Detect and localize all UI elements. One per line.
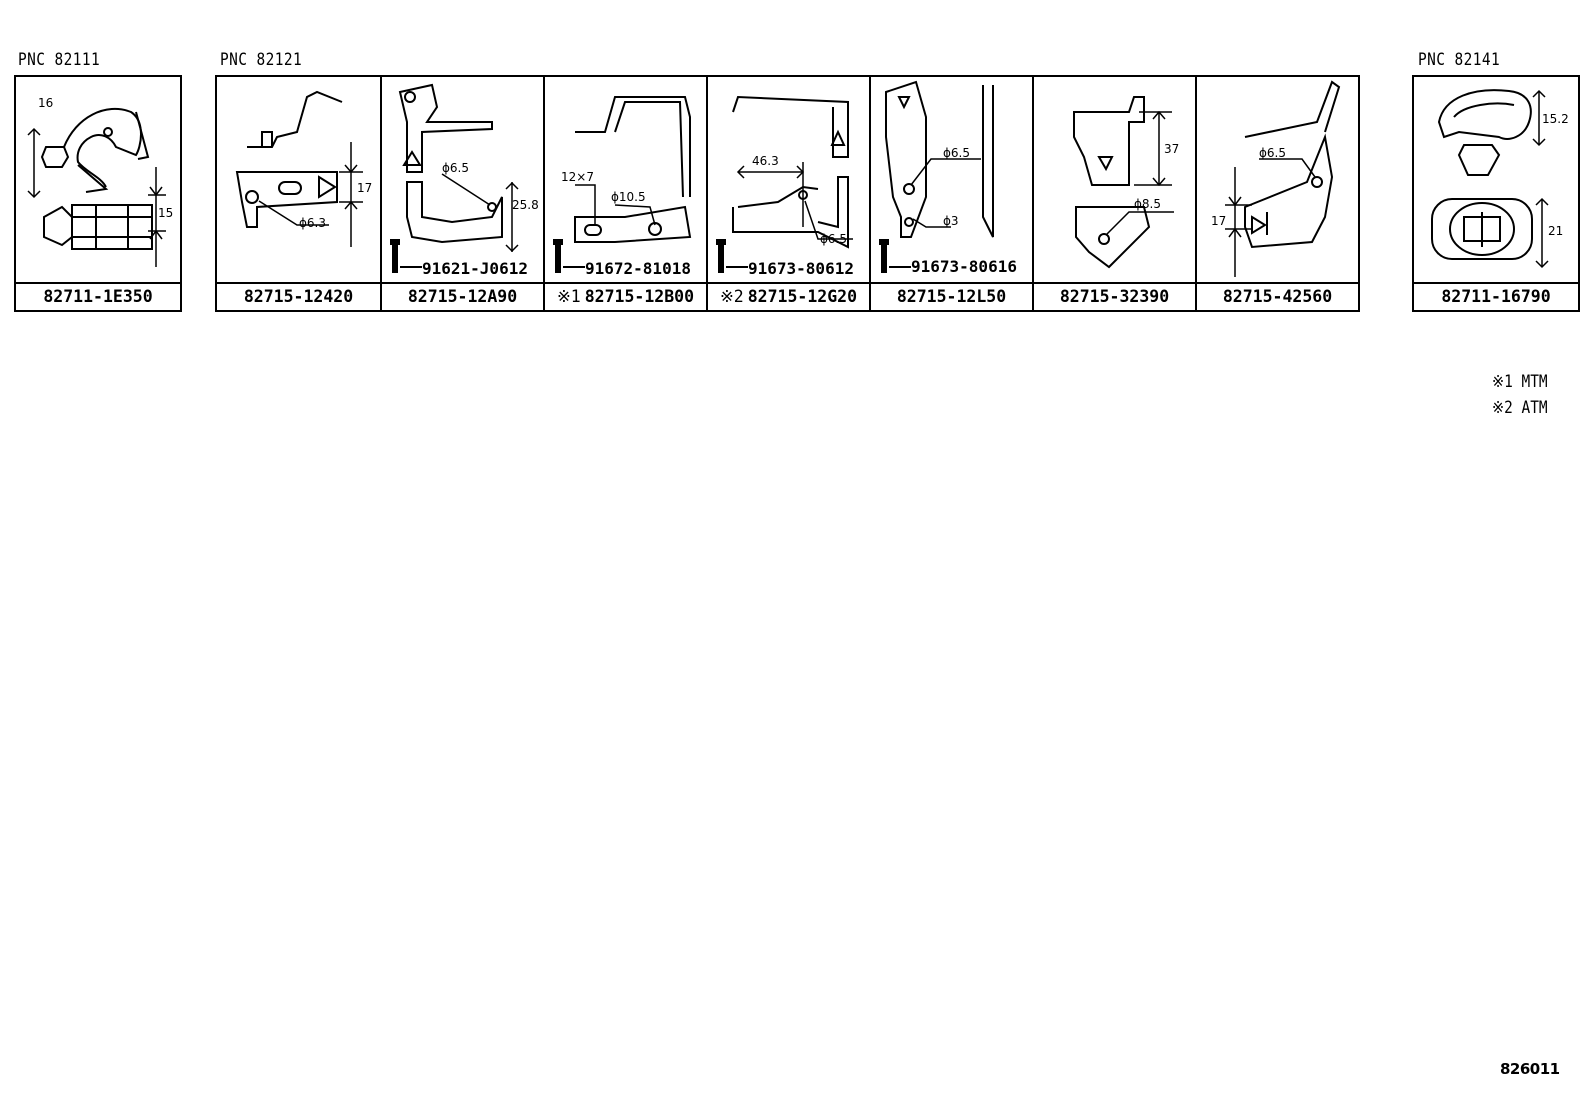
part-cell-82715-12420[interactable]: 17 ϕ6.3 82715-12420 <box>217 77 380 310</box>
pnc-label-82121: PNC 82121 <box>220 50 303 70</box>
part-cell-82715-42560[interactable]: ϕ6.5 17 82715-42560 <box>1195 77 1358 310</box>
dim-152: 15.2 <box>1542 112 1569 126</box>
dim-16: 16 <box>38 96 53 110</box>
part-number: 82715-32390 <box>1034 282 1195 310</box>
clip-drawing: 16 15 <box>27 96 173 267</box>
part-number: 82711-16790 <box>1414 282 1578 310</box>
part-number: 82715-12L50 <box>871 282 1032 310</box>
dim-phi65: ϕ6.5 <box>1259 146 1286 160</box>
dim-phi65: ϕ6.5 <box>442 161 469 175</box>
group-pnc-82141: 15.2 21 82711-16790 <box>1412 75 1580 312</box>
bolt-part-number: 91673-80616 <box>911 257 1017 276</box>
bracket-drawing: ϕ6.5 ϕ3 <box>879 80 994 273</box>
part-number: 82715-12420 <box>217 282 380 310</box>
dim-phi105: ϕ10.5 <box>611 190 646 204</box>
clip-drawing: 15.2 21 <box>1431 89 1569 269</box>
group-pnc-82111: 16 15 82711-1E350 <box>14 75 182 312</box>
dim-phi85: ϕ8.5 <box>1134 197 1161 211</box>
group-pnc-82121: 17 ϕ6.3 82715-12420 ϕ6.5 2 <box>215 75 1360 312</box>
dim-17: 17 <box>357 181 372 195</box>
bracket-drawing: 17 ϕ6.3 <box>235 90 372 247</box>
bracket-drawing: ϕ6.5 17 <box>1211 80 1341 277</box>
part-cell-82715-12l50[interactable]: ϕ6.5 ϕ3 91673-80616 82715-12L50 <box>869 77 1032 310</box>
part-number: 82715-42560 <box>1197 282 1358 310</box>
dim-phi65: ϕ6.5 <box>820 232 847 246</box>
part-number: 82711-1E350 <box>16 282 180 310</box>
footnote-1: ※1 MTM <box>1492 372 1548 392</box>
dim-15: 15 <box>158 206 173 220</box>
pnc-label-82111: PNC 82111 <box>18 50 101 70</box>
bracket-drawing: 46.3 ϕ6.5 <box>716 95 853 273</box>
dim-phi63: ϕ6.3 <box>299 216 326 230</box>
dim-phi65: ϕ6.5 <box>943 146 970 160</box>
dim-463: 46.3 <box>752 154 779 168</box>
dim-17: 17 <box>1211 214 1226 228</box>
bolt-part-number: 91673-80612 <box>748 259 854 278</box>
bracket-drawing: ϕ6.5 25.8 <box>390 83 539 273</box>
dim-12x7: 12×7 <box>561 170 594 184</box>
footnote-mark: ※2 <box>719 287 744 306</box>
part-cell-82715-12a90[interactable]: ϕ6.5 25.8 91621-J0612 82715-12A90 <box>380 77 543 310</box>
bolt-part-number: 91672-81018 <box>585 259 691 278</box>
footnote-mark: ※1 <box>556 287 581 306</box>
dim-21: 21 <box>1548 224 1563 238</box>
figure-number: 826011 <box>1500 1060 1560 1078</box>
bolt-part-number: 91621-J0612 <box>422 259 528 278</box>
part-cell-82711-1e350[interactable]: 16 15 82711-1E350 <box>16 77 180 310</box>
dim-258: 25.8 <box>512 198 539 212</box>
part-cell-82715-32390[interactable]: 37 ϕ8.5 82715-32390 <box>1032 77 1195 310</box>
part-number: 82715-12A90 <box>382 282 543 310</box>
part-cell-82711-16790[interactable]: 15.2 21 82711-16790 <box>1414 77 1578 310</box>
dim-phi3: ϕ3 <box>943 214 959 228</box>
bracket-drawing: 12×7 ϕ10.5 <box>553 96 692 273</box>
dim-37: 37 <box>1164 142 1179 156</box>
bracket-drawing: 37 ϕ8.5 <box>1073 96 1179 269</box>
footnote-2: ※2 ATM <box>1492 398 1548 418</box>
pnc-label-82141: PNC 82141 <box>1418 50 1501 70</box>
